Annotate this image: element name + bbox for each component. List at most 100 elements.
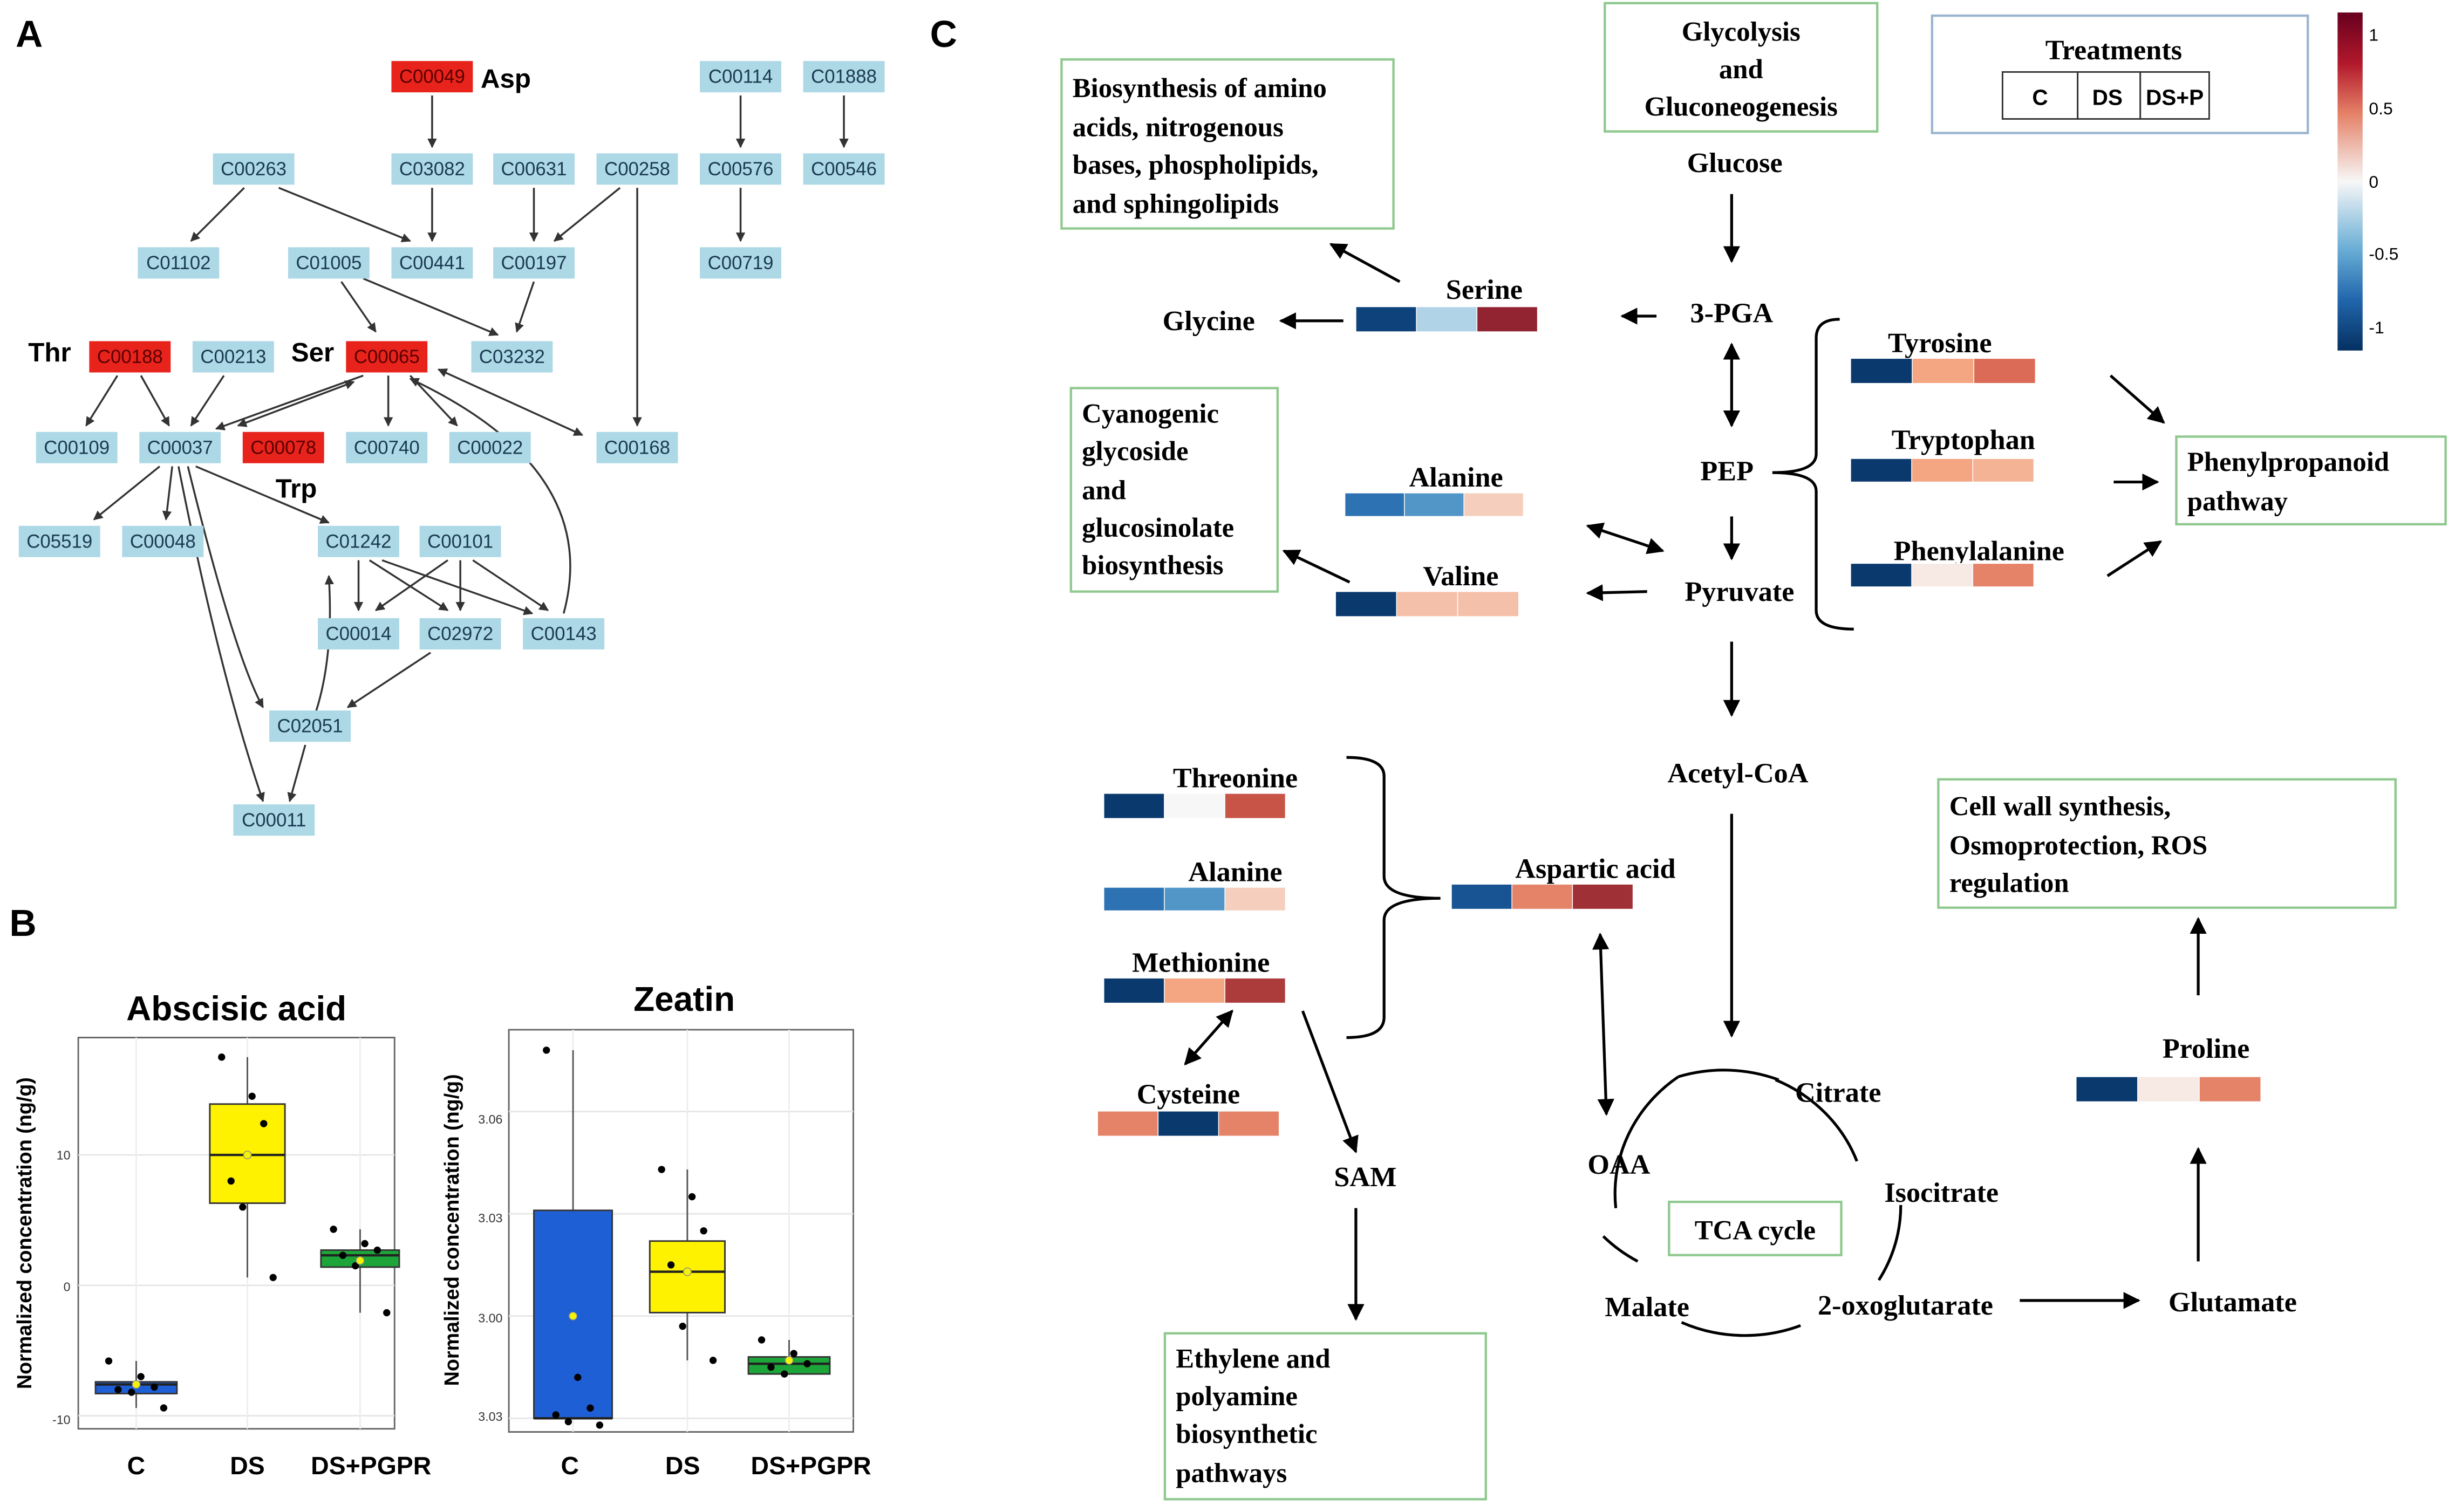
heatmap-cell bbox=[1416, 306, 1478, 332]
network-node: C00441 bbox=[391, 247, 473, 279]
heatmap-cell bbox=[1103, 793, 1165, 819]
boxplot-c bbox=[533, 1046, 613, 1429]
network-node-label: C00168 bbox=[604, 437, 670, 458]
heatmap-cell bbox=[1157, 1111, 1219, 1137]
tca-arc bbox=[1677, 1069, 1779, 1082]
phenylpropanoid-box-frame bbox=[2175, 435, 2447, 526]
network-node-label: C00048 bbox=[130, 531, 196, 552]
network-node-box bbox=[700, 153, 781, 185]
network-node-box bbox=[419, 618, 501, 649]
methionine-label: Methionine bbox=[1132, 947, 1270, 979]
network-node-box bbox=[803, 61, 885, 93]
network-node-label: C00114 bbox=[708, 66, 773, 87]
ethylene-line: Ethylene and bbox=[1176, 1344, 1330, 1374]
network-node-label: C03082 bbox=[399, 159, 465, 180]
arrow-methionine-sam bbox=[1301, 1010, 1359, 1154]
panel-b-boxplots: B Abscisic acid Normalized concentration… bbox=[9, 902, 871, 1480]
network-node-box bbox=[192, 341, 274, 373]
aspartate-bracket bbox=[1346, 756, 1441, 1039]
scale-tick: -0.5 bbox=[2369, 244, 2398, 264]
network-node-label: C00049 bbox=[399, 66, 465, 87]
alanine-label: Alanine bbox=[1409, 462, 1503, 493]
zeatin-plot: Zeatin Normalized concentration (ng/g) 3… bbox=[440, 980, 871, 1480]
abscisic-ylabel: Normalized concentration (ng/g) bbox=[13, 1077, 36, 1389]
heatmap-cell bbox=[1850, 458, 1912, 483]
network-node-label: C01005 bbox=[296, 252, 362, 273]
heatmap-cell bbox=[1511, 884, 1573, 910]
heatmap-cell bbox=[1218, 1111, 1280, 1137]
zeatin-ytick: 3.03 bbox=[478, 1211, 502, 1225]
network-node-label: C00441 bbox=[399, 252, 465, 273]
abscisic-xtick: DS bbox=[230, 1452, 264, 1480]
legend-cell bbox=[2001, 71, 2079, 120]
trp-label: Trp bbox=[276, 474, 317, 504]
data-point bbox=[758, 1336, 766, 1344]
heatmap-alanine bbox=[1103, 887, 1286, 912]
tca-box: TCA cycle bbox=[1668, 1200, 1843, 1256]
heatmap-cell bbox=[1164, 887, 1225, 912]
tca-arc bbox=[1775, 1078, 1858, 1162]
network-node-label: C02051 bbox=[277, 716, 343, 737]
oxoglutarate-label: 2-oxoglutarate bbox=[1818, 1290, 1993, 1321]
pga-label: 3-PGA bbox=[1690, 298, 1773, 329]
heatmap-proline bbox=[2076, 1076, 2261, 1103]
sam-label: SAM bbox=[1334, 1161, 1396, 1193]
data-point bbox=[383, 1309, 391, 1317]
network-node: C01005 bbox=[288, 247, 370, 279]
heatmap-cell bbox=[1912, 358, 1974, 384]
tca-box-frame bbox=[1668, 1200, 1843, 1256]
abscisic-marks bbox=[94, 1053, 400, 1412]
cyanogenic-line: biosynthesis bbox=[1082, 550, 1223, 580]
network-node: C00011 bbox=[233, 804, 315, 836]
network-node-label: C00197 bbox=[501, 252, 567, 273]
network-node: C00258 bbox=[596, 153, 678, 185]
network-node-box bbox=[471, 341, 553, 373]
network-node: C02051 bbox=[269, 710, 351, 742]
heatmap-phenylalanine bbox=[1850, 563, 2035, 587]
network-node: C00168 bbox=[596, 432, 678, 463]
zeatin-title: Zeatin bbox=[633, 980, 735, 1018]
heatmap-bars bbox=[1097, 306, 2261, 1137]
biosynthesis-line: and sphingolipids bbox=[1073, 189, 1279, 219]
abscisic-ytick: 0 bbox=[64, 1280, 71, 1294]
zeatin-xtick: C bbox=[561, 1452, 579, 1480]
network-node-label: C00740 bbox=[354, 437, 420, 458]
legend-cell-ds: DS bbox=[2092, 85, 2123, 110]
network-edge bbox=[278, 187, 411, 242]
data-point bbox=[361, 1240, 369, 1248]
pyruvate-label: Pyruvate bbox=[1685, 576, 1794, 607]
biosynthesis-box: Biosynthesis of amino acids, nitrogenous… bbox=[1060, 58, 1395, 230]
network-node-box bbox=[391, 61, 473, 93]
mean-point bbox=[132, 1380, 141, 1389]
network-node: C00109 bbox=[36, 432, 118, 463]
arrow-pyruvate-valine bbox=[1586, 584, 1647, 601]
network-edge bbox=[374, 559, 448, 611]
tyrosine-label: Tyrosine bbox=[1888, 327, 1992, 359]
cyanogenic-line: Cyanogenic bbox=[1082, 398, 1219, 428]
data-point bbox=[137, 1373, 145, 1380]
data-point bbox=[596, 1421, 604, 1429]
network-node: C00078 bbox=[242, 432, 324, 463]
cysteine-label: Cysteine bbox=[1137, 1078, 1240, 1110]
glycolysis-line: Gluconeogenesis bbox=[1645, 92, 1838, 122]
citrate-label: Citrate bbox=[1795, 1077, 1881, 1108]
network-node-label: C02972 bbox=[427, 624, 493, 645]
phenylpropanoid-box: Phenylpropanoid pathway bbox=[2175, 435, 2447, 526]
mean-point bbox=[356, 1256, 365, 1265]
heatmap-cell bbox=[2199, 1076, 2261, 1103]
color-scale: 1 0.5 0 -0.5 -1 bbox=[2337, 12, 2398, 351]
zeatin-ytick: 3.00 bbox=[478, 1311, 502, 1325]
network-node-label: C05519 bbox=[26, 531, 92, 552]
network-edge bbox=[472, 559, 549, 611]
data-point bbox=[564, 1418, 572, 1426]
heatmap-cell bbox=[1224, 887, 1286, 912]
network-edge bbox=[190, 187, 245, 242]
heatmap-cysteine bbox=[1097, 1111, 1280, 1137]
network-node: C00049 bbox=[391, 61, 473, 93]
data-point bbox=[239, 1203, 247, 1211]
panel-c-pathway: C Treatments C DS DS+P 1 0.5 0 -0.5 -1 B… bbox=[930, 2, 2447, 1501]
heatmap-cell bbox=[1457, 591, 1519, 617]
network-node: C00022 bbox=[449, 432, 531, 463]
panel-c-letter: C bbox=[930, 13, 957, 55]
